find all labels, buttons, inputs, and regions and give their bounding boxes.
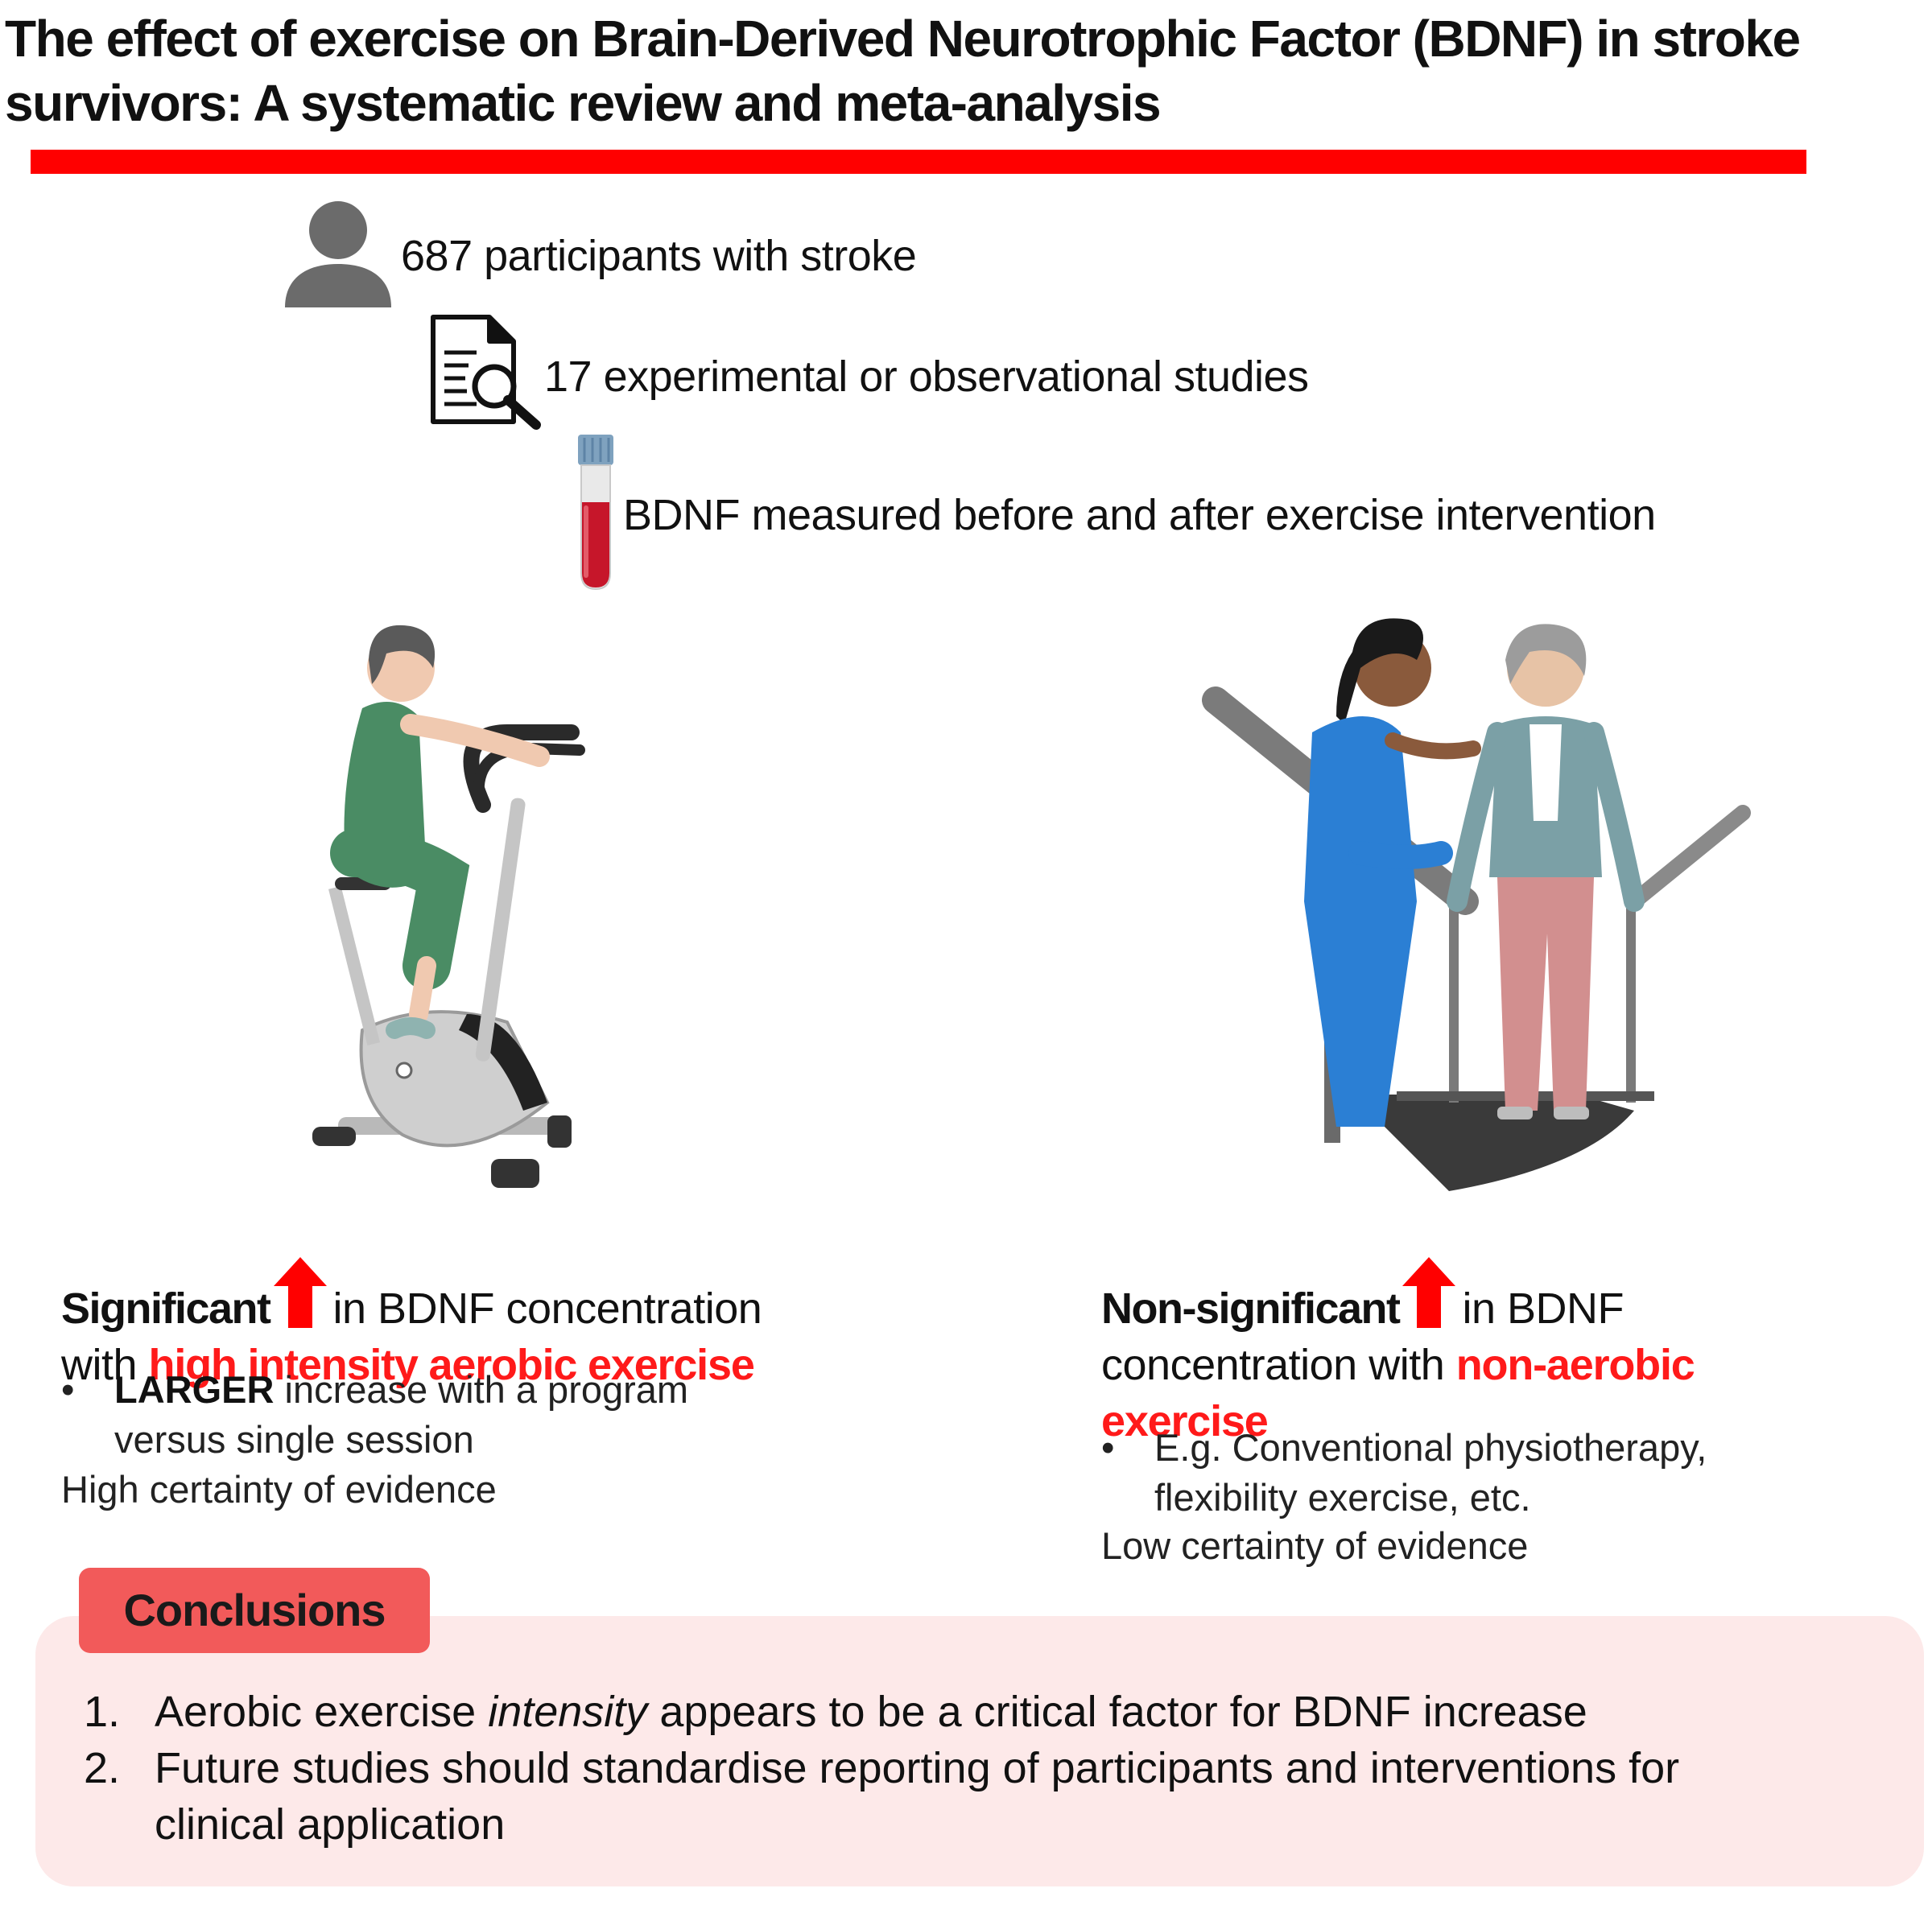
- right-finding: Non-significant in BDNF concentration wit…: [1101, 1255, 1906, 1449]
- left-finding-rest: in BDNF concentration: [332, 1284, 762, 1333]
- left-certainty: High certainty of evidence: [61, 1468, 497, 1511]
- participants-stat: 687 participants with stroke: [401, 232, 917, 280]
- person-icon: [282, 198, 394, 311]
- right-finding-highlight: non-aerobic: [1455, 1341, 1695, 1389]
- conclusion-number: 2.: [84, 1744, 121, 1792]
- left-finding-bullet: • LARGER increase with a program versus …: [61, 1365, 786, 1465]
- right-finding-highlight-cont: exercise: [1101, 1397, 1269, 1445]
- conclusion-number: 1.: [84, 1688, 121, 1736]
- conclusion-1-italic: intensity: [488, 1688, 648, 1736]
- blood-tube-icon: [572, 431, 620, 592]
- conclusion-2-line2: clinical application: [155, 1800, 506, 1849]
- conclusion-2-line1: Future studies should standardise report…: [155, 1744, 1680, 1792]
- left-finding: Significant in BDNF concentration with hi…: [61, 1255, 898, 1393]
- conclusion-item-2: 2. Future studies should standardise rep…: [84, 1740, 1887, 1853]
- right-finding-prefix: concentration with: [1101, 1341, 1445, 1389]
- left-finding-highlight: high intensity aerobic exercise: [148, 1341, 755, 1389]
- right-certainty: Low certainty of evidence: [1101, 1524, 1529, 1567]
- up-arrow-icon: [272, 1255, 328, 1330]
- measurement-stat: BDNF measured before and after exercise …: [623, 491, 1656, 539]
- right-finding-bullet: • E.g. Conventional physiotherapy, flexi…: [1101, 1423, 1890, 1523]
- left-finding-lead: Significant: [61, 1284, 271, 1333]
- exercise-bike-illustration: [306, 612, 612, 1199]
- page-title: The effect of exercise on Brain-Derived …: [5, 10, 1801, 132]
- left-bullet-line2: versus single session: [114, 1418, 474, 1461]
- right-finding-rest: in BDNF: [1462, 1284, 1624, 1333]
- left-bullet-line1: increase with a program: [284, 1368, 689, 1411]
- left-finding-with: with: [61, 1341, 138, 1389]
- studies-stat: 17 experimental or observational studies: [544, 353, 1309, 401]
- right-bullet-line1: E.g. Conventional physiotherapy,: [1154, 1426, 1707, 1469]
- conclusions-panel: [35, 1616, 1924, 1886]
- conclusions-heading: Conclusions: [79, 1568, 430, 1653]
- right-finding-lead: Non-significant: [1101, 1284, 1401, 1333]
- title-divider: [31, 150, 1806, 174]
- conclusion-1-before: Aerobic exercise: [155, 1688, 477, 1736]
- conclusion-item-1: 1. Aerobic exercise intensity appears to…: [84, 1684, 1887, 1740]
- physiotherapy-parallel-bars-illustration: [1199, 612, 1755, 1199]
- conclusion-1-after: appears to be a critical factor for BDNF…: [659, 1688, 1587, 1736]
- right-bullet-line2: flexibility exercise, etc.: [1154, 1476, 1531, 1519]
- up-arrow-icon: [1401, 1255, 1457, 1330]
- document-search-icon: [428, 312, 546, 431]
- left-bullet-bold: LARGER: [114, 1368, 275, 1411]
